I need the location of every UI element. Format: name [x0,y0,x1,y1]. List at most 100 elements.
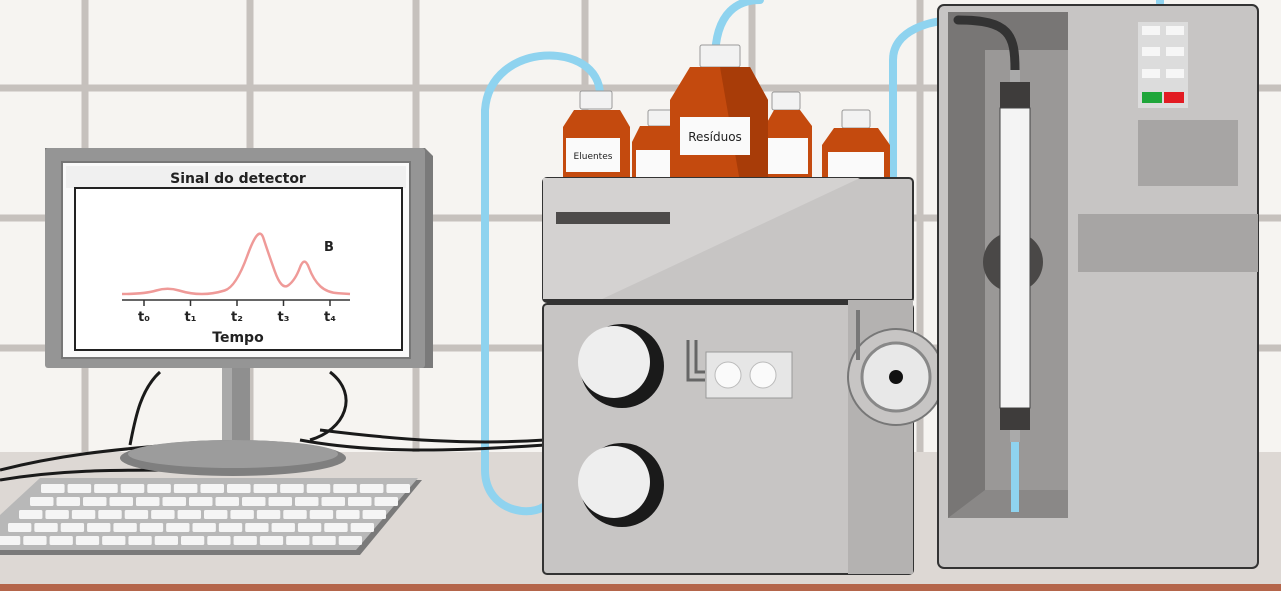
keyboard [0,478,422,555]
keyboard-key[interactable] [98,510,122,519]
keyboard-key[interactable] [139,523,164,532]
keyboard-key[interactable] [215,497,240,506]
injector-buttons [705,351,793,399]
key-5[interactable] [1142,69,1160,78]
keyboard-key[interactable] [189,497,213,506]
cables [0,370,546,482]
solvent-bottles: Eluentes Resíduos [563,44,890,192]
bottle-label-residuos: Resíduos [688,130,742,144]
keyboard-key[interactable] [348,497,372,506]
keyboard-key[interactable] [297,523,322,532]
keyboard-key[interactable] [177,510,201,519]
keyboard-key[interactable] [173,484,198,493]
keyboard-key[interactable] [67,484,92,493]
bottle-residuos: Resíduos [670,44,768,182]
injector-button-1[interactable] [714,361,742,389]
keyboard-key[interactable] [233,536,257,545]
keyboard-key[interactable] [136,497,160,506]
keyboard-key[interactable] [230,510,254,519]
keyboard-key[interactable] [41,484,65,493]
keyboard-key[interactable] [30,497,54,506]
keyboard-key[interactable] [151,510,175,519]
control-keypad [1138,22,1188,108]
keyboard-key[interactable] [362,510,386,519]
keyboard-key[interactable] [309,510,334,519]
keyboard-key[interactable] [259,536,284,545]
start-button[interactable] [1142,92,1162,103]
key-1[interactable] [1142,26,1160,35]
keyboard-key[interactable] [338,536,362,545]
keyboard-key[interactable] [312,536,336,545]
stop-button[interactable] [1164,92,1184,103]
keyboard-key[interactable] [60,523,85,532]
injection-valve[interactable] [847,310,945,426]
column-unit [937,4,1259,569]
keyboard-key[interactable] [71,510,96,519]
keyboard-key[interactable] [0,536,21,545]
keyboard-key[interactable] [295,497,319,506]
x-axis-label: Tempo [212,330,264,346]
keyboard-key[interactable] [181,536,205,545]
keyboard-key[interactable] [207,536,231,545]
detector-panel [1078,214,1258,272]
dial-top[interactable] [578,324,664,408]
keyboard-key[interactable] [218,523,243,532]
keyboard-key[interactable] [109,497,134,506]
keyboard-key[interactable] [45,510,69,519]
pump-unit [542,177,945,575]
keyboard-key[interactable] [154,536,178,545]
keyboard-key[interactable] [120,484,145,493]
keyboard-key[interactable] [359,484,384,493]
keyboard-key[interactable] [350,523,374,532]
keyboard-key[interactable] [113,523,137,532]
x-tick-label: t₃ [278,310,290,325]
keyboard-key[interactable] [102,536,126,545]
keyboard-key[interactable] [242,497,266,506]
injector-button-2[interactable] [749,361,777,389]
keyboard-key[interactable] [336,510,360,519]
keyboard-key[interactable] [83,497,107,506]
keyboard-key[interactable] [204,510,228,519]
keyboard-key[interactable] [268,497,293,506]
keyboard-key[interactable] [75,536,100,545]
keyboard-key[interactable] [56,497,81,506]
x-tick-label: t₁ [185,310,197,325]
keyboard-key[interactable] [324,523,348,532]
keyboard-key[interactable] [253,484,278,493]
keyboard-key[interactable] [386,484,410,493]
keyboard-key[interactable] [128,536,152,545]
keyboard-key[interactable] [321,497,346,506]
keyboard-key[interactable] [147,484,171,493]
key-2[interactable] [1166,26,1184,35]
keyboard-key[interactable] [87,523,111,532]
keyboard-key[interactable] [306,484,331,493]
keyboard-key[interactable] [166,523,190,532]
keyboard-key[interactable] [280,484,304,493]
key-3[interactable] [1142,47,1160,56]
keyboard-key[interactable] [200,484,224,493]
keyboard-key[interactable] [34,523,58,532]
keyboard-key[interactable] [283,510,307,519]
keyboard-key[interactable] [192,523,216,532]
dial-bottom[interactable] [578,443,664,527]
keyboard-key[interactable] [271,523,295,532]
keyboard-key[interactable] [23,536,47,545]
keyboard-key[interactable] [124,510,149,519]
keyboard-key[interactable] [256,510,281,519]
key-6[interactable] [1166,69,1184,78]
keyboard-key[interactable] [49,536,73,545]
keyboard-key[interactable] [245,523,269,532]
keyboard-key[interactable] [333,484,357,493]
signal-line [121,232,351,296]
keyboard-key[interactable] [162,497,187,506]
keyboard-key[interactable] [227,484,251,493]
keyboard-key[interactable] [286,536,310,545]
keyboard-key[interactable] [94,484,118,493]
keyboard-key[interactable] [19,510,43,519]
keyboard-key[interactable] [8,523,32,532]
x-tick-label: t₂ [231,310,243,325]
keyboard-key[interactable] [374,497,399,506]
key-4[interactable] [1166,47,1184,56]
